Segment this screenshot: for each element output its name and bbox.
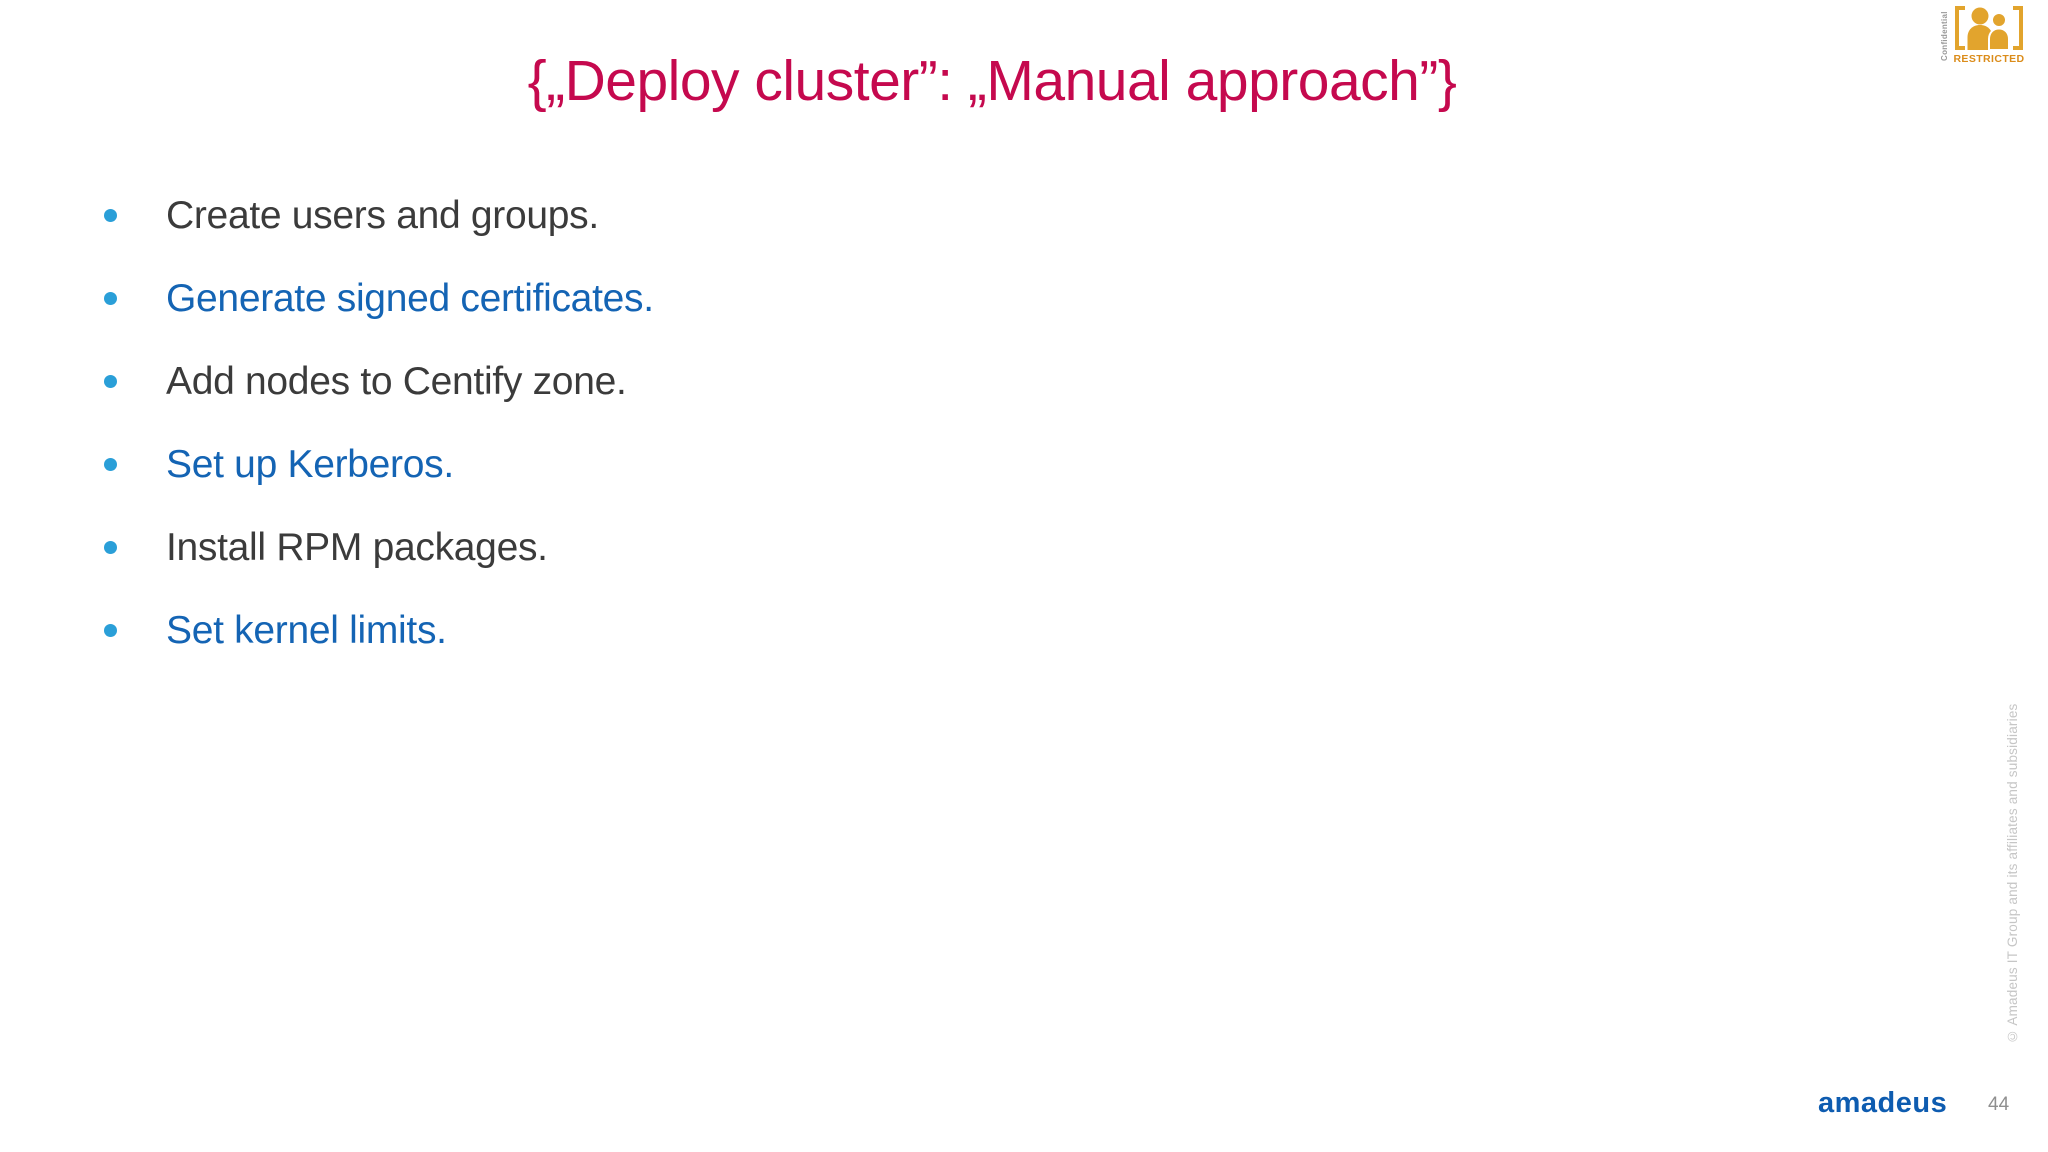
list-item: Set up Kerberos. bbox=[104, 423, 654, 506]
bullet-dot-icon bbox=[104, 458, 117, 471]
slide-title: {„Deploy cluster”: „Manual approach”} bbox=[527, 49, 1457, 113]
restricted-label: RESTRICTED bbox=[1953, 53, 2025, 65]
list-item: Install RPM packages. bbox=[104, 506, 654, 589]
bullet-text: Set up Kerberos. bbox=[166, 442, 454, 486]
bullet-dot-icon bbox=[104, 624, 117, 637]
amadeus-logo: amadeus bbox=[1818, 1087, 1948, 1119]
bullet-text: Set kernel limits. bbox=[166, 608, 447, 652]
bullet-dot-icon bbox=[104, 375, 117, 388]
bullet-dot-icon bbox=[104, 541, 117, 554]
restricted-badge-main: RESTRICTED bbox=[1952, 4, 2026, 68]
restricted-people-icon bbox=[1955, 6, 2023, 51]
bullet-dot-icon bbox=[104, 209, 117, 222]
list-item: Generate signed certificates. bbox=[104, 257, 654, 340]
bullet-text: Install RPM packages. bbox=[166, 525, 548, 569]
bullet-dot-icon bbox=[104, 292, 117, 305]
bullet-list: Create users and groups. Generate signed… bbox=[104, 174, 654, 672]
copyright-vertical-text: © Amadeus IT Group and its affiliates an… bbox=[2005, 703, 2020, 1044]
list-item: Set kernel limits. bbox=[104, 589, 654, 672]
list-item: Add nodes to Centify zone. bbox=[104, 340, 654, 423]
bullet-text: Generate signed certificates. bbox=[166, 276, 654, 320]
page-number: 44 bbox=[1988, 1094, 2010, 1115]
list-item: Create users and groups. bbox=[104, 174, 654, 257]
confidential-badge: Confidential RESTRICTED bbox=[1940, 4, 2040, 68]
bullet-text: Add nodes to Centify zone. bbox=[166, 359, 627, 403]
bullet-text: Create users and groups. bbox=[166, 193, 599, 237]
